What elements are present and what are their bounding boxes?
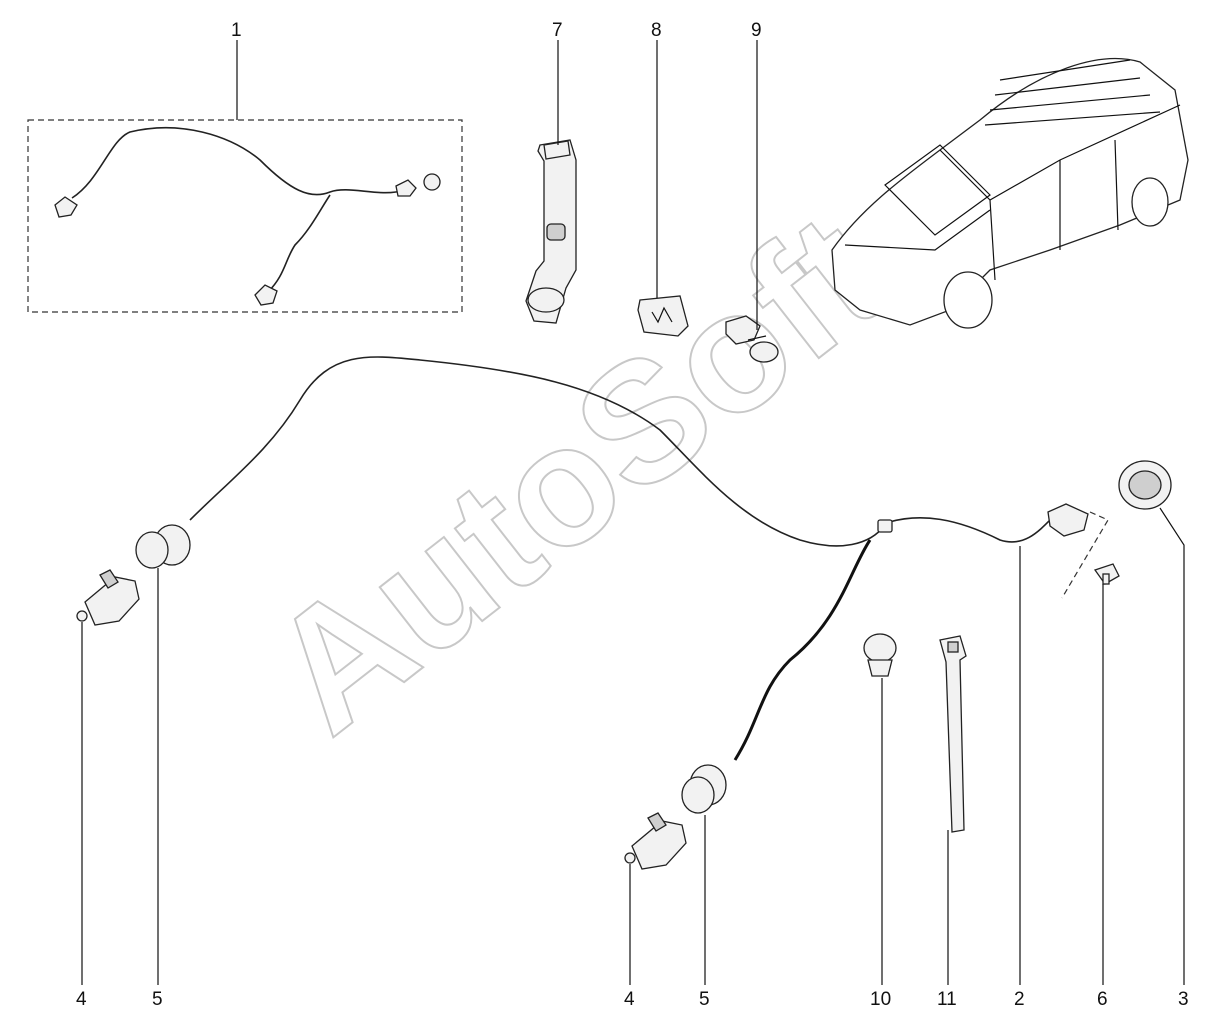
harness-kit-item-1 [27,119,463,313]
callout-8: 8 [651,20,662,41]
cable-connector-right [1047,503,1089,537]
nozzle-left-item-4 [76,569,140,626]
clip-item-8 [637,295,689,337]
kit-connector-bottom [254,284,278,306]
cable-tie-item-11 [939,635,967,833]
grommet-left-item-5 [135,524,191,569]
bracket-item-7 [525,139,577,324]
vehicle-illustration [831,58,1189,329]
kit-connector-right [395,179,417,197]
cable-item-2 [189,356,1109,761]
callout-4-right: 4 [624,989,635,1010]
grommet-right-item-5 [681,764,727,814]
callout-7: 7 [552,20,563,41]
callout-1: 1 [231,20,242,41]
kit-grommet [423,173,441,191]
callout-6: 6 [1097,989,1108,1010]
callout-5-right: 5 [699,989,710,1010]
kit-connector-left [54,196,78,218]
callout-11: 11 [937,989,957,1010]
callout-9: 9 [751,20,762,41]
kit-dashed-box [27,119,463,313]
watermark: AutoSoft [236,178,918,769]
grommet-item-3 [1118,460,1172,510]
callout-5-left: 5 [152,989,163,1010]
nozzle-right-item-4 [624,812,687,870]
callout-10: 10 [870,989,891,1010]
callout-2: 2 [1014,989,1025,1010]
push-clip-item-10 [863,633,897,677]
cable-splice [877,519,893,533]
leader-lines [81,40,1185,985]
bolt-item-6 [1093,563,1120,585]
callout-4-left: 4 [76,989,87,1010]
callout-3: 3 [1178,989,1189,1010]
cable-clip-item-9 [725,315,779,363]
